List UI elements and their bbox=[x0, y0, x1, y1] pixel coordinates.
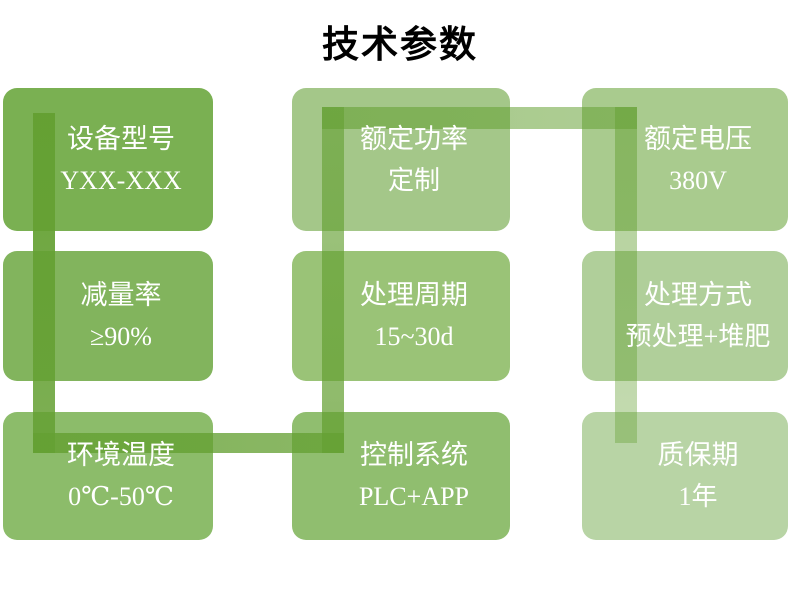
snake-connector-top-horizontal bbox=[322, 107, 637, 129]
param-label: 减量率 bbox=[80, 280, 162, 310]
param-value: 定制 bbox=[387, 165, 440, 195]
param-value: 1年 bbox=[678, 482, 718, 511]
param-value: 预处理+堆肥 bbox=[625, 322, 771, 351]
param-label: 设备型号 bbox=[67, 123, 175, 154]
snake-connector-middle-vertical bbox=[322, 107, 344, 453]
param-label: 环境温度 bbox=[67, 440, 175, 470]
param-label: 额定电压 bbox=[644, 123, 752, 154]
param-value: 15~30d bbox=[374, 322, 454, 351]
param-label: 处理周期 bbox=[360, 280, 468, 310]
param-value: 0℃-50℃ bbox=[68, 482, 174, 511]
param-label: 质保期 bbox=[657, 440, 739, 470]
param-label: 控制系统 bbox=[360, 440, 468, 470]
param-value: YXX-XXX bbox=[60, 165, 182, 195]
param-value: ≥90% bbox=[90, 322, 152, 351]
snake-connector-right-vertical bbox=[615, 107, 637, 443]
snake-connector-left-vertical bbox=[33, 113, 55, 453]
param-box-processing-method: 处理方式预处理+堆肥 bbox=[582, 251, 788, 381]
param-label: 处理方式 bbox=[644, 280, 752, 310]
page-title: 技术参数 bbox=[322, 24, 478, 65]
param-label: 额定功率 bbox=[360, 123, 468, 154]
param-box-warranty-period: 质保期 1年 bbox=[582, 412, 788, 540]
param-value: PLC+APP bbox=[358, 482, 470, 511]
snake-connector-bottom-horizontal bbox=[33, 433, 344, 453]
param-value: 380V bbox=[669, 165, 727, 195]
